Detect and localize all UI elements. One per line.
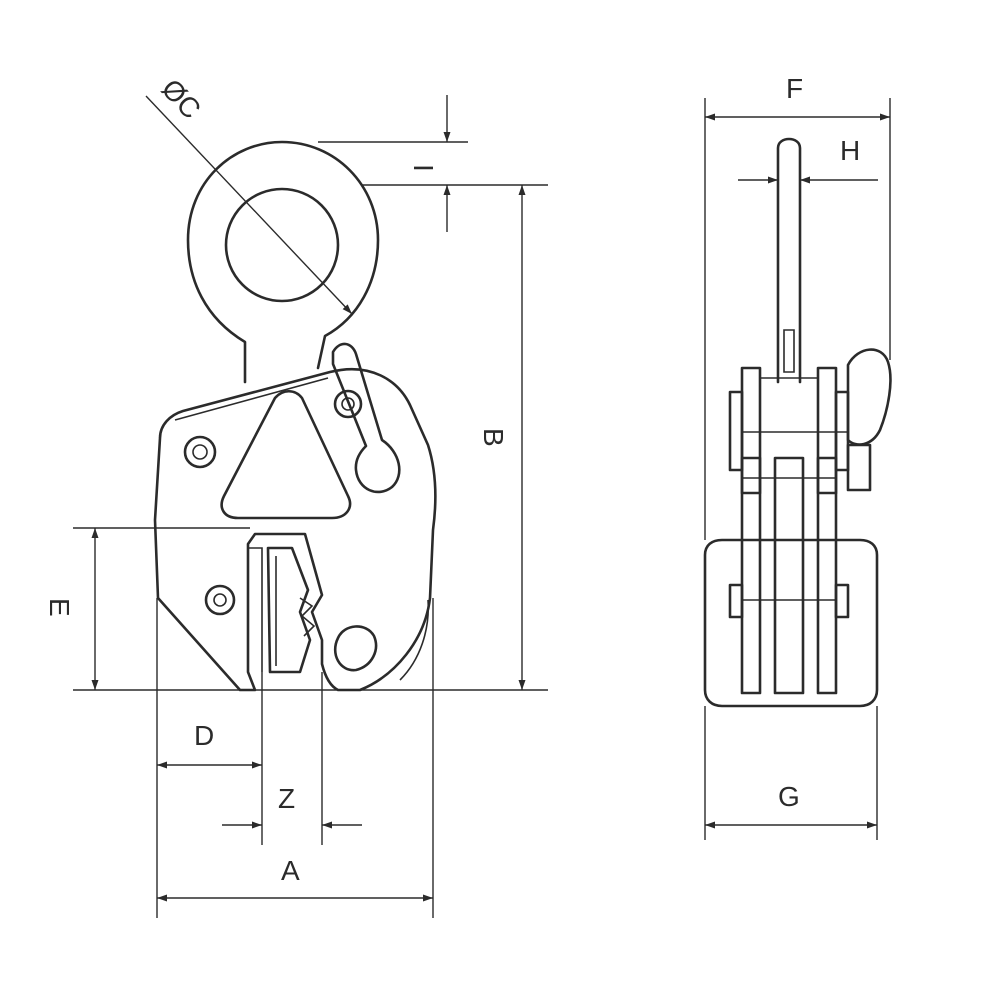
dim-label-g: G	[778, 781, 800, 812]
side-jaw-block	[703, 538, 879, 708]
side-spacer-lower	[728, 583, 744, 619]
bolt-lower-left	[204, 584, 236, 616]
dim-label-h: H	[840, 135, 860, 166]
side-lever-wing	[846, 348, 892, 446]
jaw-teeth	[299, 597, 316, 637]
side-view	[703, 137, 892, 708]
side-eye-slot	[783, 329, 795, 373]
side-spacer-lower-right	[834, 583, 850, 619]
clamp-body-outline	[153, 367, 437, 692]
dim-label-d: D	[194, 720, 214, 751]
cam-knob	[333, 625, 378, 672]
dim-label-e: E	[44, 598, 75, 617]
body-inner-edge	[248, 547, 263, 672]
side-lever-hub	[846, 443, 872, 492]
triangle-cutout	[220, 389, 352, 520]
side-dimensions: F H G	[704, 73, 891, 840]
dim-label-z: Z	[278, 783, 295, 814]
side-center-plate	[773, 456, 805, 695]
dim-label-a: A	[281, 855, 300, 886]
front-view	[153, 140, 437, 692]
dim-label-c: ØC	[156, 73, 207, 125]
side-bolt-left	[728, 390, 744, 472]
lifting-eye-outline	[186, 140, 380, 384]
side-eye-plate	[776, 137, 802, 384]
upper-plate-edge	[174, 377, 329, 421]
front-dimensions: ØC I B E D Z A	[44, 73, 548, 918]
side-plate-right-upper	[816, 366, 838, 495]
cam-arc	[399, 599, 430, 681]
side-plate-left-upper	[740, 366, 762, 495]
bolt-upper-left	[183, 435, 217, 469]
jaw-plate	[266, 546, 312, 674]
locking-lever	[331, 342, 401, 494]
side-bolt-right	[834, 390, 850, 472]
dim-label-i: I	[408, 164, 439, 172]
dim-label-b: B	[478, 428, 509, 447]
eye-hole	[224, 187, 340, 303]
dim-label-f: F	[786, 73, 803, 104]
